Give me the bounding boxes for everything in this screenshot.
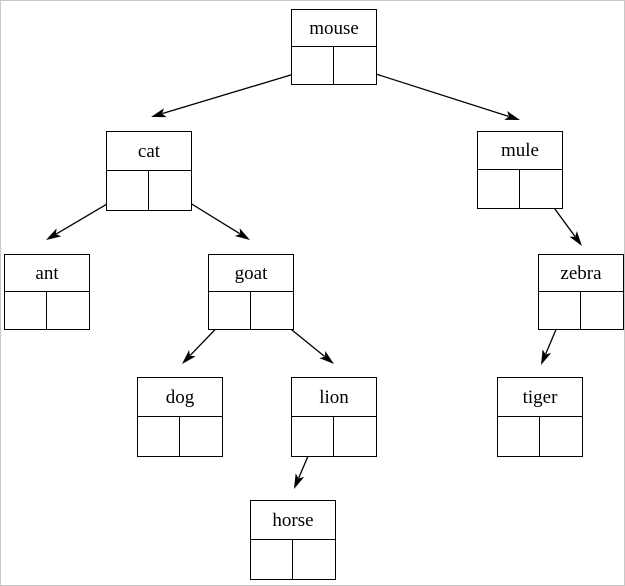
tree-edge-mouse-right-to-mule — [353, 66, 520, 120]
edge-arrowhead — [151, 108, 167, 118]
node-label: dog — [138, 378, 222, 417]
node-pointer-row — [107, 171, 191, 210]
node-right-pointer-cell — [293, 540, 335, 579]
node-pointer-row — [292, 47, 376, 84]
node-label: goat — [209, 255, 293, 292]
edge-arrowhead — [569, 231, 582, 246]
node-label: tiger — [498, 378, 582, 417]
node-left-pointer-cell — [251, 540, 293, 579]
node-left-pointer-cell — [5, 292, 47, 329]
node-label: cat — [107, 132, 191, 171]
edge-arrowhead — [46, 228, 62, 240]
node-pointer-row — [292, 417, 376, 456]
node-right-pointer-cell — [581, 292, 623, 329]
node-pointer-row — [498, 417, 582, 456]
node-label: ant — [5, 255, 89, 292]
node-label: lion — [292, 378, 376, 417]
node-right-pointer-cell — [334, 47, 376, 84]
tree-node-ant[interactable]: ant — [4, 254, 90, 330]
tree-node-mouse[interactable]: mouse — [291, 9, 377, 85]
node-pointer-row — [5, 292, 89, 329]
node-left-pointer-cell — [478, 170, 520, 208]
node-left-pointer-cell — [292, 47, 334, 84]
node-pointer-row — [251, 540, 335, 579]
node-pointer-row — [539, 292, 623, 329]
node-label: mule — [478, 132, 562, 170]
tree-node-goat[interactable]: goat — [208, 254, 294, 330]
node-right-pointer-cell — [149, 171, 191, 210]
edge-line — [353, 66, 509, 117]
node-label: horse — [251, 501, 335, 540]
node-right-pointer-cell — [520, 170, 562, 208]
node-right-pointer-cell — [251, 292, 293, 329]
node-left-pointer-cell — [209, 292, 251, 329]
node-right-pointer-cell — [180, 417, 222, 456]
edge-arrowhead — [182, 349, 196, 364]
tree-node-lion[interactable]: lion — [291, 377, 377, 457]
edge-arrowhead — [234, 228, 250, 240]
tree-node-zebra[interactable]: zebra — [538, 254, 624, 330]
tree-node-tiger[interactable]: tiger — [497, 377, 583, 457]
tree-node-cat[interactable]: cat — [106, 131, 192, 211]
edge-arrowhead — [319, 350, 334, 364]
tree-node-horse[interactable]: horse — [250, 500, 336, 580]
node-right-pointer-cell — [334, 417, 376, 456]
edge-arrowhead — [294, 473, 305, 489]
node-pointer-row — [138, 417, 222, 456]
node-label: zebra — [539, 255, 623, 292]
node-left-pointer-cell — [498, 417, 540, 456]
node-left-pointer-cell — [539, 292, 581, 329]
node-right-pointer-cell — [47, 292, 89, 329]
node-pointer-row — [478, 170, 562, 208]
tree-node-mule[interactable]: mule — [477, 131, 563, 209]
node-left-pointer-cell — [292, 417, 334, 456]
node-label: mouse — [292, 10, 376, 47]
edge-arrowhead — [541, 349, 552, 365]
node-right-pointer-cell — [540, 417, 582, 456]
edge-arrowhead — [504, 111, 520, 120]
node-left-pointer-cell — [107, 171, 149, 210]
tree-node-dog[interactable]: dog — [137, 377, 223, 457]
node-left-pointer-cell — [138, 417, 180, 456]
tree-edge-mouse-left-to-cat — [151, 67, 315, 118]
node-pointer-row — [209, 292, 293, 329]
